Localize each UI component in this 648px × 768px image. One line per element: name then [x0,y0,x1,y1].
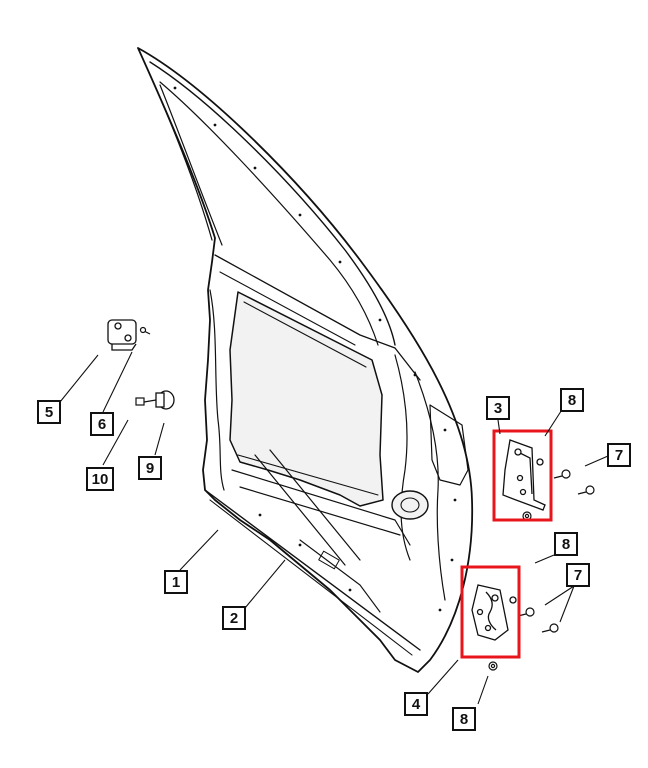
callout-6-striker-screw: 6 [90,412,114,436]
lower-hinge-highlight [460,565,521,659]
callout-9-bumper: 9 [138,456,162,480]
callout-4-lower-hinge: 4 [404,692,428,716]
callout-8-lower-nut: 8 [452,707,476,731]
callout-7-lower-bolts: 7 [566,563,590,587]
callout-8-middle-nut: 8 [554,532,578,556]
callout-8-upper-nut: 8 [560,388,584,412]
bumper-screw [135,397,157,406]
callout-3-upper-hinge: 3 [486,396,510,420]
callout-5-striker: 5 [37,400,61,424]
door-bumper [155,390,175,410]
lower-door-hinge [471,584,517,641]
striker-plate [107,319,137,351]
striker-screw [139,326,151,335]
callout-7-upper-bolts: 7 [607,443,631,467]
upper-hinge-highlight [492,429,553,522]
leader-lines [59,351,609,705]
callout-2: 2 [222,606,246,630]
callout-10-bumper-screw: 10 [86,467,114,491]
callout-1-door-shell: 1 [164,570,188,594]
door-shell [137,47,474,673]
upper-door-hinge [502,439,546,511]
